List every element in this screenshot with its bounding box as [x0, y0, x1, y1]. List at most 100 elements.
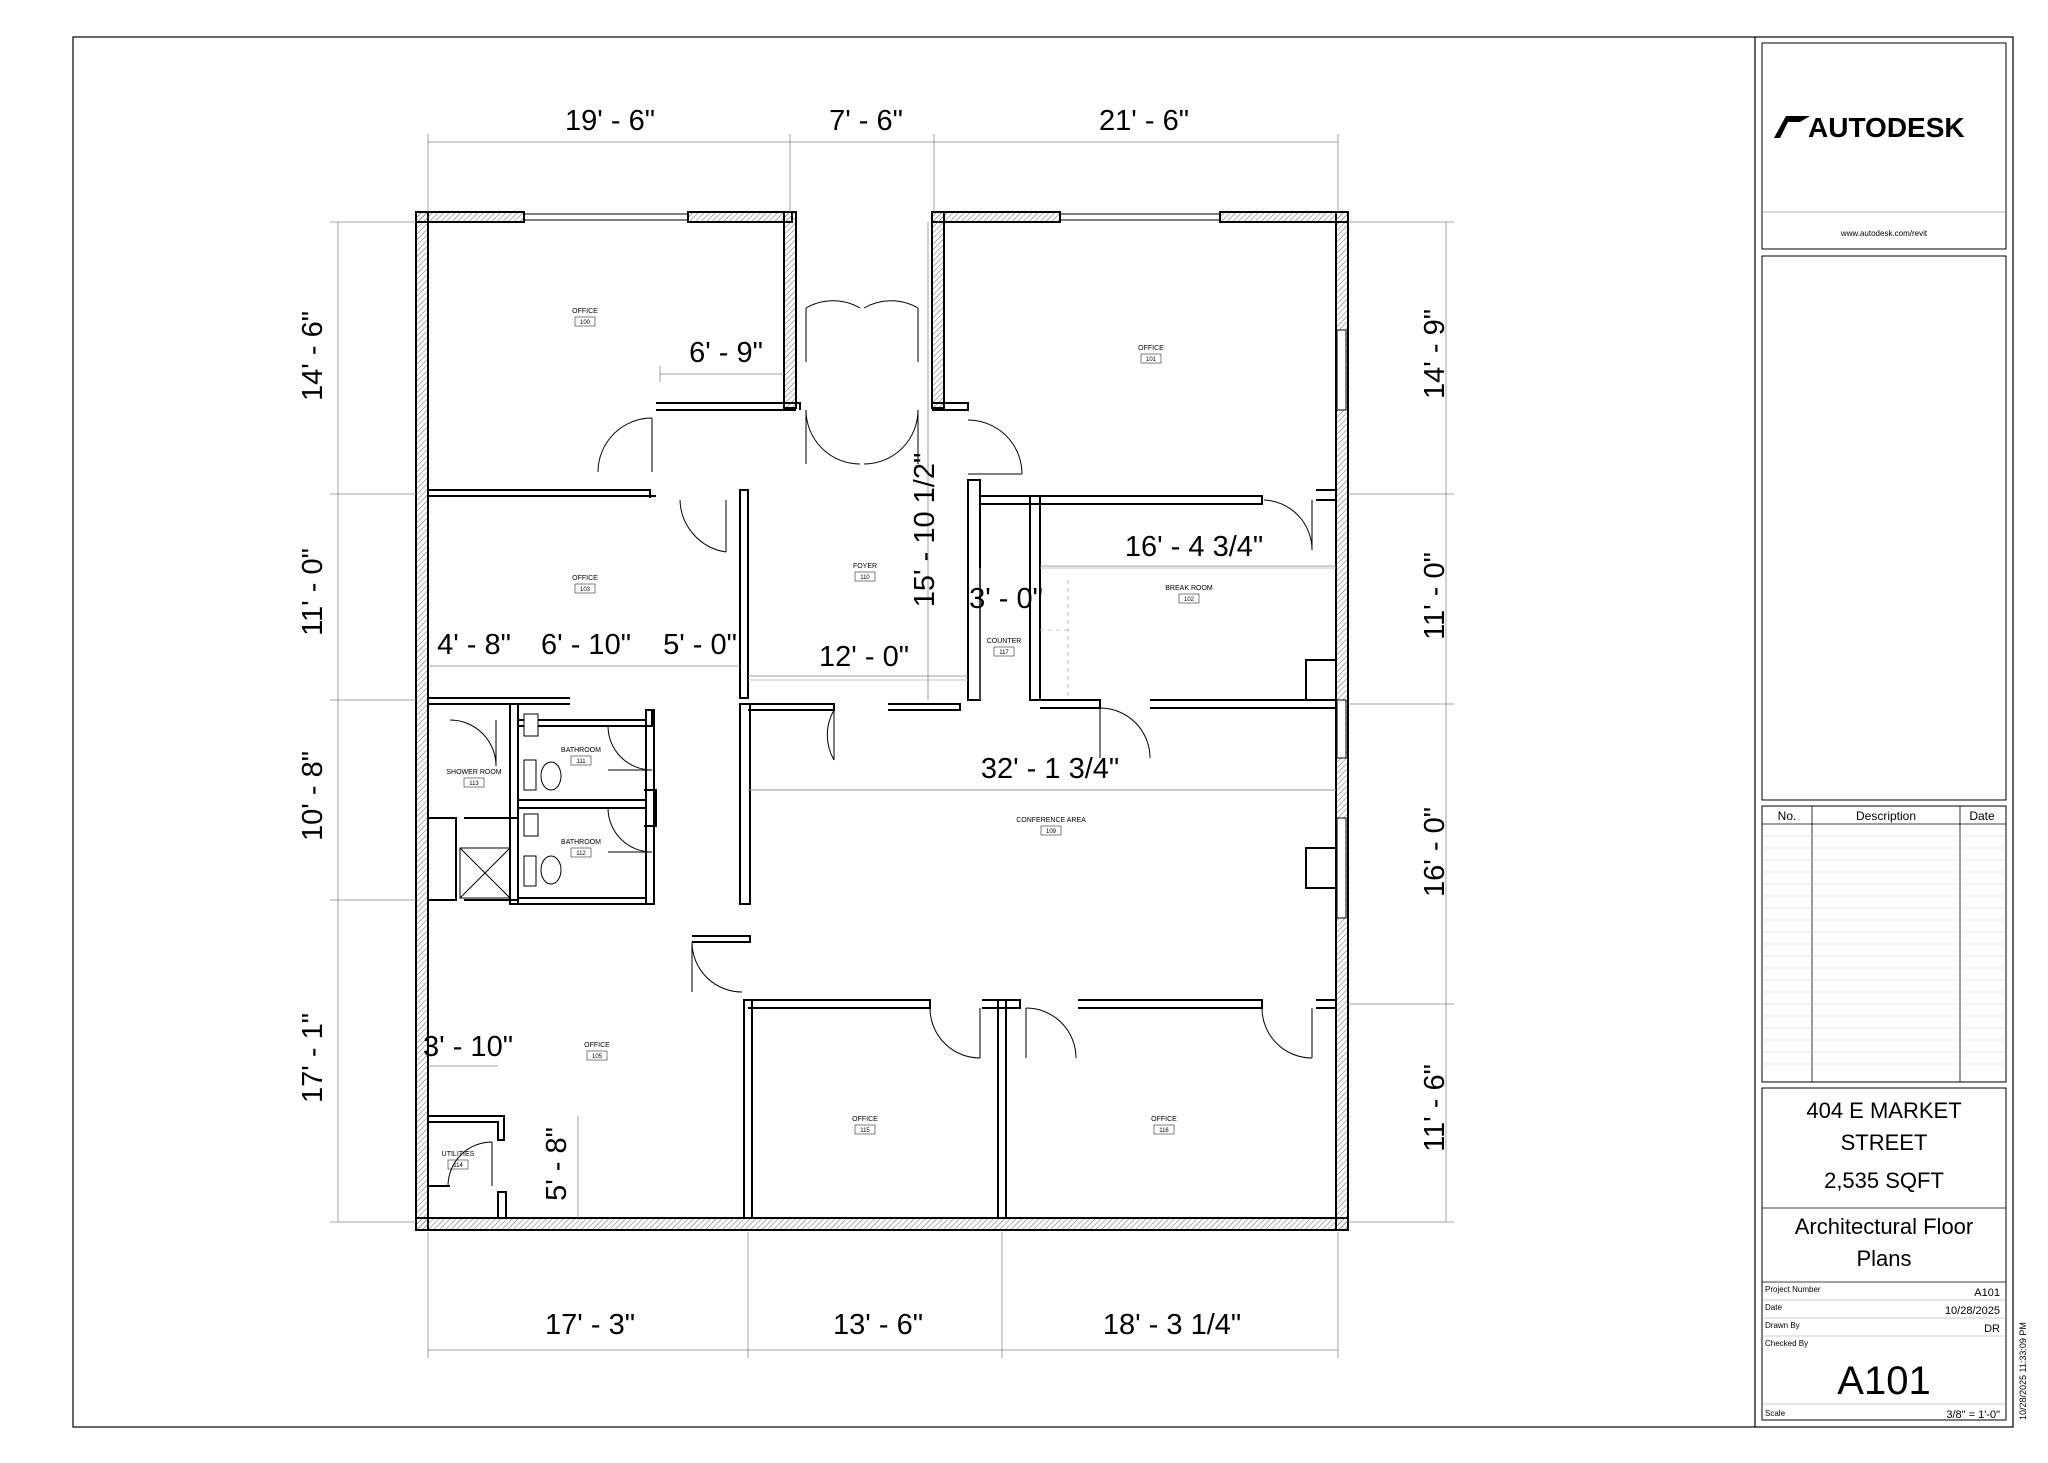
- revision-header: No. Description Date: [1778, 809, 1995, 823]
- sheet-border: [72, 36, 2014, 1428]
- svg-text:116: 116: [1159, 1128, 1169, 1134]
- brand-url: www.autodesk.com/revit: [1840, 229, 1928, 238]
- svg-text:113: 113: [469, 781, 479, 787]
- room-tag: OFFICE 101: [1138, 345, 1164, 364]
- room-tag: COUNTER 117: [987, 638, 1022, 657]
- svg-text:109: 109: [1046, 829, 1057, 835]
- field-label-checked-by: Checked By: [1765, 1339, 1808, 1348]
- room-tag: BATHROOM 112: [561, 839, 601, 858]
- svg-text:100: 100: [580, 320, 591, 326]
- dim-utilities-width: 3' - 10": [423, 1031, 513, 1063]
- revision-rows: [1762, 835, 2006, 1065]
- svg-text:102: 102: [1184, 597, 1195, 603]
- field-value-date: 10/28/2025: [1945, 1305, 2000, 1317]
- svg-text:BATHROOM: BATHROOM: [561, 839, 601, 846]
- dim-shower: 4' - 8": [437, 629, 511, 661]
- dim-left-2: 11' - 0": [297, 548, 329, 636]
- svg-text:OFFICE: OFFICE: [584, 1042, 610, 1049]
- dim-bottom-2: 13' - 6": [833, 1309, 923, 1341]
- rev-col-description: Description: [1856, 809, 1916, 823]
- shower: [459, 847, 511, 899]
- rev-col-date: Date: [1969, 809, 1995, 823]
- scale-value: 3/8" = 1'-0": [1946, 1409, 2000, 1421]
- room-tag: SHOWER ROOM 113: [446, 769, 502, 788]
- dim-left-4: 17' - 1": [297, 1013, 329, 1103]
- dim-right-4: 11' - 6": [1419, 1064, 1451, 1152]
- dim-corridor: 12' - 0": [819, 641, 909, 673]
- svg-text:OFFICE: OFFICE: [1138, 345, 1164, 352]
- room-tag: OFFICE 103: [572, 575, 598, 594]
- field-label-date: Date: [1765, 1303, 1782, 1312]
- svg-text:BATHROOM: BATHROOM: [561, 747, 601, 754]
- dim-counter-width: 3' - 0": [969, 583, 1043, 615]
- dim-left-1: 14' - 6": [297, 311, 329, 401]
- field-value-drawn-by: DR: [1984, 1323, 2000, 1335]
- title-fields: Project Number A101 Date 10/28/2025 Draw…: [1765, 1285, 2000, 1421]
- field-value-project-number: A101: [1974, 1287, 2000, 1299]
- dim-top-3: 21' - 6": [1099, 105, 1189, 137]
- autodesk-logo: AUTODESK: [1774, 112, 1965, 143]
- windows: [524, 213, 1347, 919]
- svg-text:117: 117: [999, 650, 1009, 656]
- room-tag: OFFICE 115: [852, 1116, 878, 1135]
- title-block: [1761, 42, 2007, 1421]
- dim-right-3: 16' - 0": [1419, 807, 1451, 897]
- svg-text:110: 110: [860, 575, 870, 581]
- project-info: 404 E MARKET STREET 2,535 SQFT Architect…: [1795, 1098, 1974, 1271]
- sheet-title-line2: Plans: [1856, 1246, 1911, 1271]
- dim-top-2: 7' - 6": [829, 105, 903, 137]
- room-tag: BATHROOM 111: [561, 747, 601, 766]
- room-tag: OFFICE 105: [584, 1042, 610, 1061]
- room-tag: OFFICE 116: [1151, 1116, 1177, 1135]
- room-tag: BREAK ROOM 102: [1165, 585, 1213, 604]
- svg-text:115: 115: [860, 1128, 870, 1134]
- dim-top-1: 19' - 6": [565, 105, 655, 137]
- autodesk-mark-icon: [1774, 116, 1810, 138]
- svg-text:BREAK ROOM: BREAK ROOM: [1165, 585, 1213, 592]
- svg-text:111: 111: [576, 759, 586, 765]
- dim-right-2: 11' - 0": [1419, 552, 1451, 640]
- brand-name: AUTODESK: [1808, 112, 1965, 143]
- dim-utilities-height: 5' - 8": [541, 1127, 573, 1201]
- svg-text:CONFERENCE AREA: CONFERENCE AREA: [1016, 817, 1086, 824]
- svg-text:COUNTER: COUNTER: [987, 638, 1022, 645]
- dimension-lines: [330, 134, 1454, 1358]
- svg-text:FOYER: FOYER: [853, 563, 877, 570]
- room-tag: UTILITIES 114: [442, 1151, 475, 1170]
- project-address-line2: STREET: [1841, 1130, 1928, 1155]
- field-label-drawn-by: Drawn By: [1765, 1321, 1800, 1330]
- scale-label: Scale: [1765, 1409, 1786, 1418]
- svg-text:101: 101: [1146, 357, 1157, 363]
- field-label-project-number: Project Number: [1765, 1285, 1821, 1294]
- dimension-texts: 19' - 6" 7' - 6" 21' - 6" 17' - 3" 13' -…: [297, 105, 1451, 1341]
- svg-text:114: 114: [453, 1163, 463, 1169]
- rev-col-no: No.: [1778, 809, 1797, 823]
- floor-plan: [415, 211, 1349, 1231]
- svg-text:103: 103: [580, 587, 591, 593]
- svg-text:105: 105: [592, 1054, 603, 1060]
- room-tag: CONFERENCE AREA 109: [1016, 817, 1086, 836]
- dim-breakroom-width: 16' - 4 3/4": [1125, 531, 1263, 563]
- dim-right-1: 14' - 9": [1419, 309, 1451, 399]
- room-tag: FOYER 110: [853, 563, 877, 582]
- svg-text:OFFICE: OFFICE: [1151, 1116, 1177, 1123]
- svg-text:SHOWER ROOM: SHOWER ROOM: [446, 769, 501, 776]
- print-timestamp: 10/28/2025 11:33:09 PM: [2018, 1322, 2028, 1420]
- sheet-title-line1: Architectural Floor: [1795, 1214, 1974, 1239]
- svg-text:112: 112: [576, 851, 586, 857]
- svg-text:OFFICE: OFFICE: [852, 1116, 878, 1123]
- dim-office100-partition: 6' - 9": [689, 337, 763, 369]
- dim-bath: 6' - 10": [541, 629, 631, 661]
- project-address-line1: 404 E MARKET: [1806, 1098, 1961, 1123]
- dim-conference: 32' - 1 3/4": [981, 753, 1119, 785]
- svg-text:OFFICE: OFFICE: [572, 575, 598, 582]
- svg-text:UTILITIES: UTILITIES: [442, 1151, 475, 1158]
- dim-left-3: 10' - 8": [297, 751, 329, 841]
- dim-bottom-3: 18' - 3 1/4": [1103, 1309, 1241, 1341]
- dim-hall: 5' - 0": [663, 629, 737, 661]
- doors: [447, 300, 1313, 1187]
- dim-foyer-depth: 15' - 10 1/2": [909, 453, 941, 608]
